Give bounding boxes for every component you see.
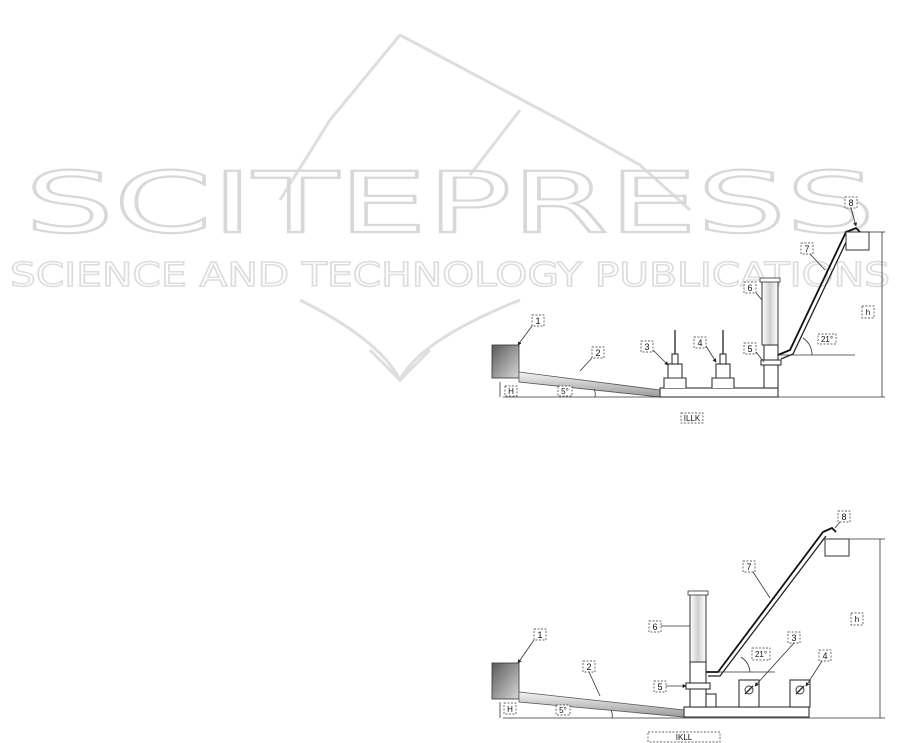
callout-2: 2: [583, 661, 600, 696]
source-tank: [492, 345, 519, 378]
label-1: 1: [535, 316, 540, 326]
callout-4: 4: [806, 650, 831, 686]
supply-pipe: [519, 692, 684, 717]
air-chamber-6: [762, 280, 778, 345]
label-4: 4: [697, 338, 702, 348]
waste-valve-3: [664, 330, 686, 388]
svg-text:21°: 21°: [755, 650, 767, 659]
label-h: h: [851, 613, 863, 625]
waste-valve-4: [712, 330, 734, 388]
label-7: 7: [804, 244, 809, 254]
label-length: IKLL: [648, 732, 720, 742]
watermark-subtitle: SCIENCE AND TECHNOLOGY PUBLICATIONS: [10, 255, 890, 294]
callout-6: 6: [649, 621, 690, 632]
label-alpha: 5°: [558, 386, 572, 396]
label-length: ILLK: [681, 413, 703, 423]
watermark-title: SCITEPRESS: [25, 154, 875, 252]
watermark: SCITEPRESS SCIENCE AND TECHNOLOGY PUBLIC…: [10, 35, 890, 380]
callout-2: 2: [580, 347, 604, 371]
svg-text:H: H: [507, 705, 513, 714]
label-2: 2: [595, 348, 600, 358]
callout-5: 5: [744, 343, 764, 362]
label-5: 5: [657, 682, 662, 692]
label-7: 7: [746, 562, 751, 572]
base-pipe: [684, 707, 809, 717]
label-H: H: [505, 386, 517, 396]
svg-text:IKLL: IKLL: [676, 733, 693, 742]
bottom-pump-diagram: 1 2 5 6 3 4 7: [492, 511, 885, 742]
label-alpha: 5°: [556, 705, 570, 715]
svg-text:21°: 21°: [821, 335, 833, 344]
supply-pipe: [519, 372, 660, 397]
callout-3: 3: [641, 341, 668, 365]
callout-7: 7: [743, 561, 770, 598]
label-8: 8: [848, 198, 853, 208]
label-3: 3: [791, 633, 796, 643]
svg-text:h: h: [855, 615, 859, 624]
label-2: 2: [586, 662, 591, 672]
callout-1: 1: [518, 315, 544, 345]
air-chamber-cap: [760, 278, 780, 282]
upper-tank-8: [846, 232, 869, 250]
label-h: h: [862, 306, 874, 318]
label-8: 8: [841, 512, 846, 522]
callout-4: 4: [694, 337, 716, 362]
base-pipe: [660, 388, 778, 397]
delivery-valve-5: [761, 345, 781, 388]
upper-tank-8: [825, 539, 849, 556]
air-chamber-cap: [688, 591, 708, 595]
label-5: 5: [747, 344, 752, 354]
label-beta: 21°: [752, 648, 770, 660]
air-chamber-6: [690, 594, 706, 662]
svg-text:H: H: [508, 387, 514, 396]
angle-arc-beta: [741, 657, 750, 672]
waste-valve-3: [739, 680, 759, 707]
callout-8: 8: [835, 511, 850, 528]
label-4: 4: [822, 651, 827, 661]
label-3: 3: [644, 342, 649, 352]
angle-arc-alpha: [611, 710, 612, 718]
label-6: 6: [747, 283, 752, 293]
delivery-valve-5: [686, 662, 716, 707]
svg-text:5°: 5°: [561, 387, 569, 396]
svg-text:h: h: [866, 308, 870, 317]
angle-arc-beta: [803, 338, 812, 355]
callout-5: 5: [654, 681, 686, 692]
label-1: 1: [537, 630, 542, 640]
svg-text:ILLK: ILLK: [684, 414, 701, 423]
callout-1: 1: [518, 629, 546, 663]
label-beta: 21°: [818, 334, 836, 344]
label-H: H: [504, 703, 516, 714]
svg-text:5°: 5°: [559, 706, 567, 715]
label-6: 6: [652, 622, 657, 632]
source-tank: [492, 663, 519, 699]
